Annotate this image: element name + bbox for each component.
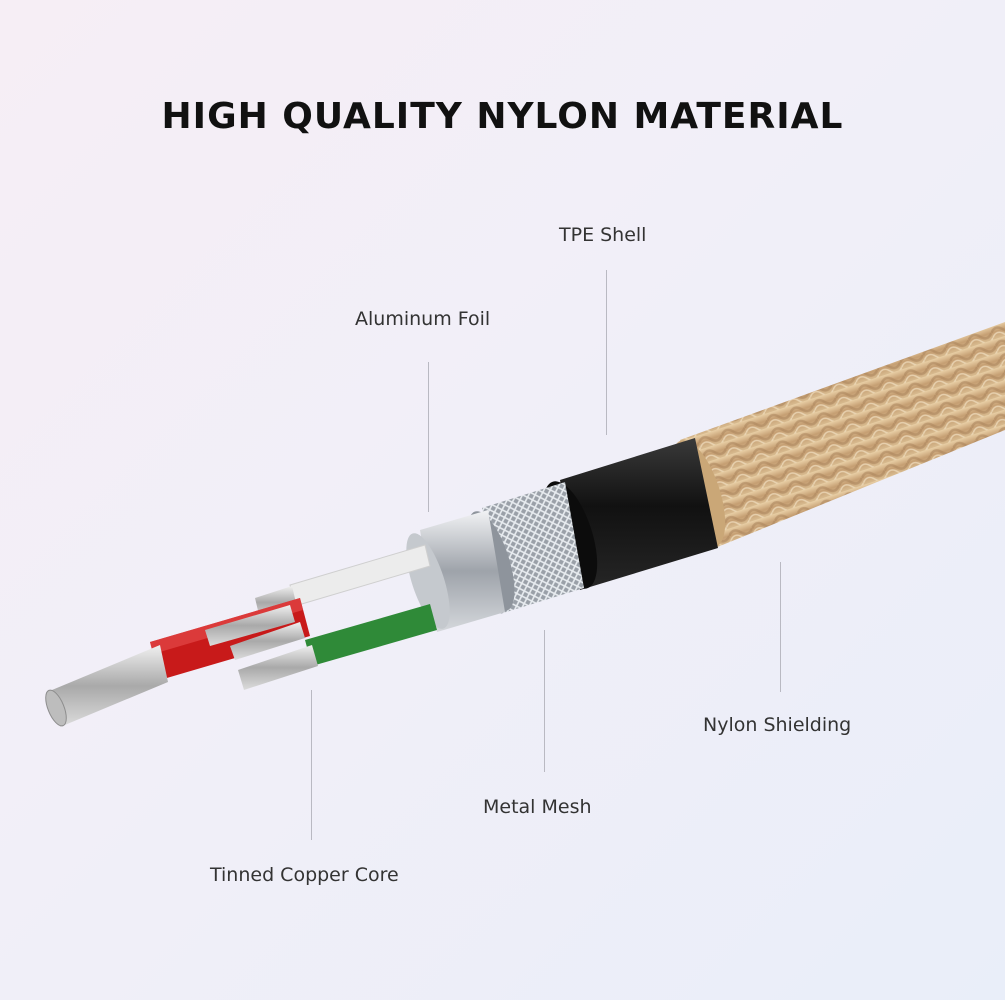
tpe-shell-label: TPE Shell: [559, 224, 647, 246]
metal-mesh-label: Metal Mesh: [483, 796, 592, 818]
aluminum-foil-label: Aluminum Foil: [355, 308, 491, 330]
tinned-copper-core-leader: [311, 690, 312, 840]
tinned-copper-core-label: Tinned Copper Core: [210, 864, 399, 886]
inner-wires: [45, 544, 437, 727]
tpe-shell-leader: [606, 270, 607, 435]
aluminum-foil-leader: [428, 362, 429, 512]
nylon-shielding-label: Nylon Shielding: [703, 714, 852, 736]
nylon-shielding-leader: [780, 562, 781, 692]
page-title: HIGH QUALITY NYLON MATERIAL: [161, 96, 844, 137]
metal-mesh-leader: [544, 630, 545, 772]
